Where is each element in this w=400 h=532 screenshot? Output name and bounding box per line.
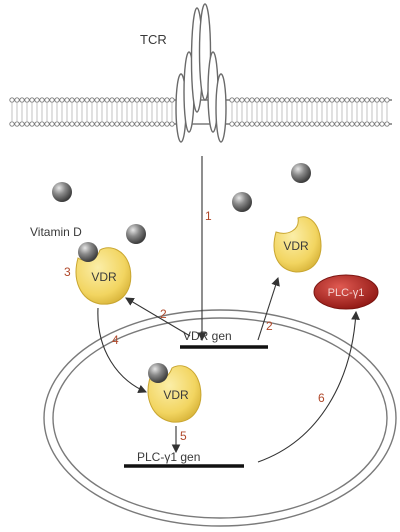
plc-gamma1-label: PLC-γ1 [328, 287, 365, 299]
vitamin-d-molecule [148, 363, 168, 383]
plc-gamma1-protein: PLC-γ1 [313, 274, 379, 310]
step-3-label: 3 [64, 265, 71, 279]
vitamin-d-molecule [232, 192, 252, 212]
vitamin-d-molecules [52, 163, 311, 244]
tcr-receptor [175, 3, 227, 143]
vdr-protein-nucleus: VDR [147, 363, 202, 423]
step-6-label: 6 [318, 391, 325, 405]
vitamin-d-label: Vitamin D [30, 225, 82, 239]
vdr-left-label: VDR [91, 270, 117, 284]
plc-gene-label: PLC-γ1 gen [137, 450, 200, 464]
step-2-left-label: 2 [160, 307, 167, 321]
nucleus [43, 309, 397, 527]
arrow-step-6 [257, 310, 360, 463]
vdr-gene-label: VDR gen [183, 329, 232, 343]
arrow-step-2-left [125, 297, 191, 337]
step-2-right-label: 2 [266, 319, 273, 333]
arrow-step-2-right [257, 276, 280, 341]
vitamin-d-molecule [291, 163, 311, 183]
vdr-nucleus-label: VDR [163, 388, 189, 402]
cell-membrane [9, 97, 392, 127]
step-4-label: 4 [112, 333, 119, 347]
vitamin-d-molecule [78, 242, 98, 262]
vdr-right-label: VDR [283, 239, 309, 253]
step-1-label: 1 [205, 209, 212, 223]
tcr-label: TCR [140, 32, 167, 47]
step-5-label: 5 [180, 429, 187, 443]
arrow-step-4 [97, 307, 148, 394]
vdr-protein-left: VDR [75, 242, 132, 305]
vitamin-d-molecule [52, 182, 72, 202]
vdr-protein-right: VDR [273, 216, 322, 273]
vitamin-d-molecule [126, 224, 146, 244]
